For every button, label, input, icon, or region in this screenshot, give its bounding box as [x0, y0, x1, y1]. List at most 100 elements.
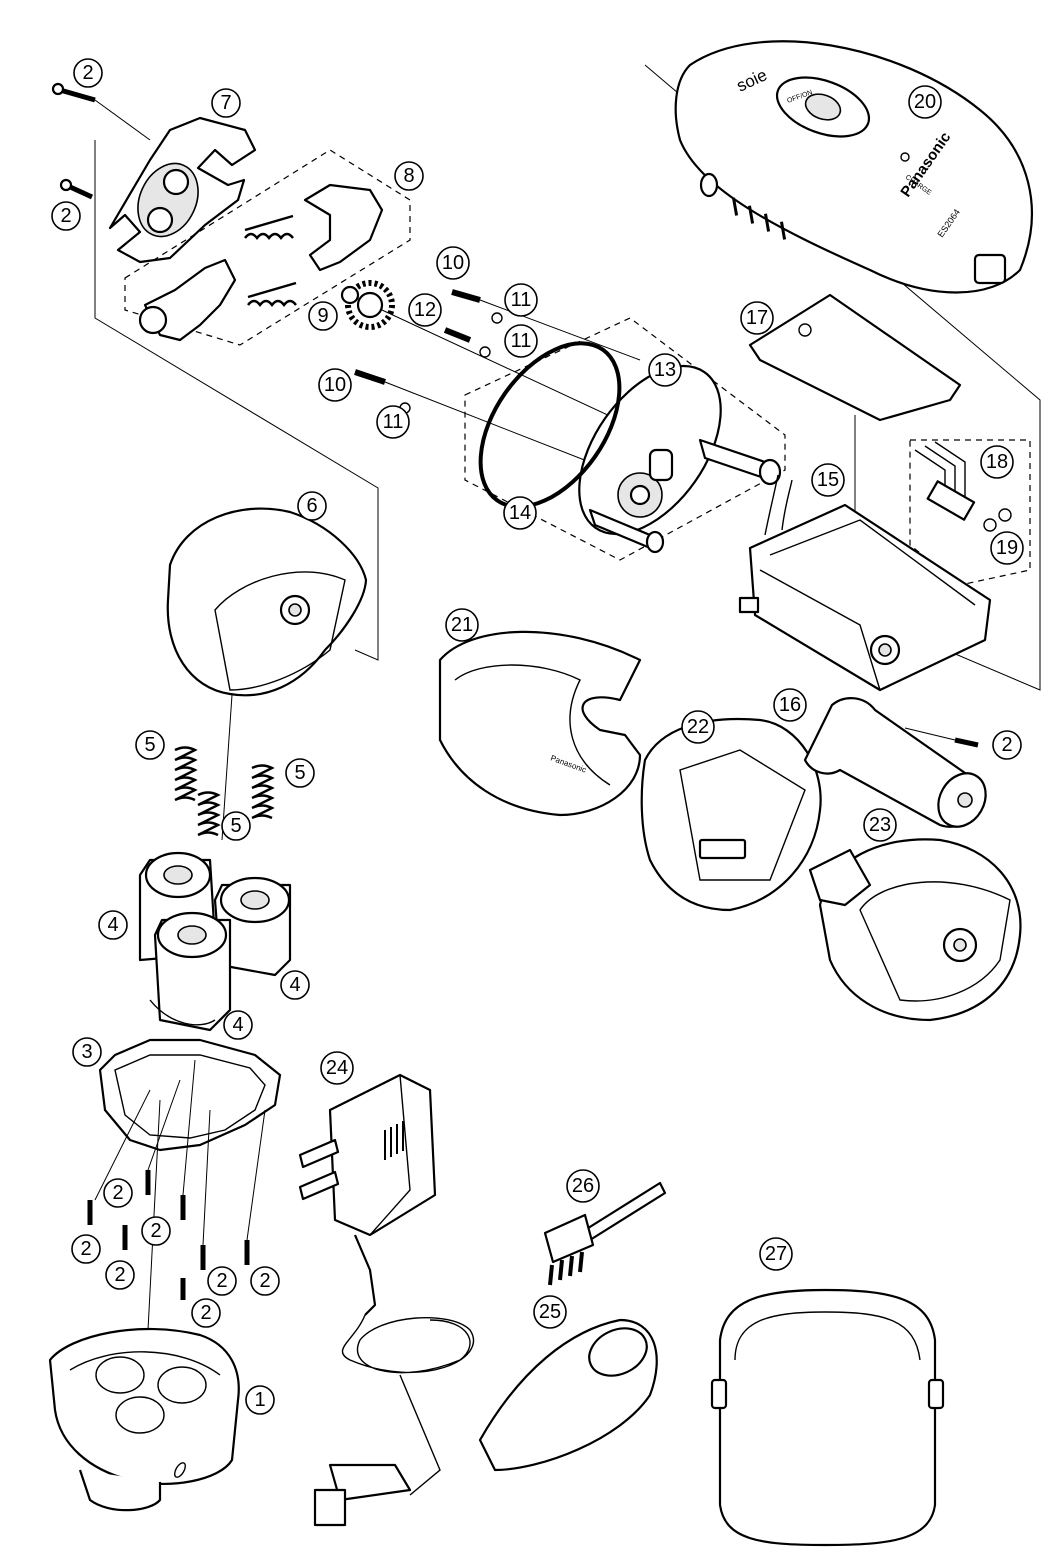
screw-10-lower [354, 369, 611, 471]
callout-c2-c: 2 [992, 730, 1022, 760]
callout-label: 2 [200, 1302, 211, 1324]
callout-label: 10 [324, 374, 346, 396]
callout-label: 2 [259, 1270, 270, 1292]
screw-12 [443, 327, 472, 343]
callout-c5-c: 5 [221, 811, 251, 841]
callout-c2-e: 2 [71, 1234, 101, 1264]
callout-label: 2 [60, 205, 71, 227]
callout-c23: 23 [863, 808, 897, 842]
callout-label: 23 [869, 814, 891, 836]
screw-10-upper [451, 289, 641, 361]
screw-2-battery [904, 727, 979, 748]
part-14-oring [478, 341, 622, 509]
callout-c2-i: 2 [250, 1266, 280, 1296]
callout-label: 2 [80, 1238, 91, 1260]
callout-c10-b: 10 [318, 368, 352, 402]
callout-c19: 19 [990, 531, 1024, 565]
callout-label: 4 [107, 914, 118, 936]
callout-c18: 18 [980, 445, 1014, 479]
callout-label: 2 [1001, 734, 1012, 756]
callout-c12: 12 [408, 293, 442, 327]
callout-c14: 14 [503, 496, 537, 530]
part-8-linkage-assembly [124, 149, 411, 346]
callout-label: 14 [509, 502, 531, 524]
part-26-cleaning-brush [543, 1181, 667, 1286]
part-16-battery [803, 697, 987, 828]
callout-c6: 6 [297, 491, 327, 521]
callout-c26: 26 [566, 1169, 600, 1203]
callout-label: 9 [317, 305, 328, 327]
callout-c13: 13 [648, 353, 682, 387]
screw-2-top [51, 82, 151, 141]
callout-label: 2 [114, 1264, 125, 1286]
callout-c3: 3 [72, 1037, 102, 1067]
callout-label: 11 [383, 411, 404, 433]
callout-c5-b: 5 [285, 758, 315, 788]
part-22-inner-cover [640, 718, 822, 912]
callout-label: 10 [442, 252, 464, 274]
callout-label: 5 [230, 815, 241, 837]
callout-c21: 21 [445, 608, 479, 642]
callout-c2-f: 2 [141, 1216, 171, 1246]
part-6-head-cap [166, 507, 368, 841]
callout-label: 5 [294, 762, 305, 784]
callout-c15: 15 [811, 463, 845, 497]
part-24-ac-adaptor [298, 1073, 475, 1527]
callout-c2-h: 2 [207, 1266, 237, 1296]
spring-5-left [174, 746, 198, 802]
callout-label: 13 [654, 359, 676, 381]
callout-label: 2 [82, 62, 93, 84]
callout-label: 20 [914, 91, 936, 113]
callout-c2-d: 2 [103, 1178, 133, 1208]
callout-c11-a: 11 [504, 283, 538, 317]
part-20-housing: soie OFF/ON CHARGE Panasonic ES2064 [674, 40, 1033, 294]
part-18-19-terminal-group [909, 439, 1031, 586]
callout-label: 12 [414, 299, 436, 321]
part-15-chassis [738, 474, 992, 692]
callout-c7: 7 [211, 88, 241, 118]
callout-label: 19 [996, 537, 1018, 559]
callout-label: 24 [326, 1057, 348, 1079]
callout-label: 2 [150, 1220, 161, 1242]
oring-11-upper [491, 312, 503, 324]
part-4-cutter-blocks [138, 851, 292, 1032]
callout-label: 11 [511, 289, 532, 311]
callout-leaders [94, 1059, 266, 1241]
callout-label: 21 [451, 614, 473, 636]
part-25-stand [478, 1318, 658, 1472]
callout-c17: 17 [740, 301, 774, 335]
part-21-front-cover: Panasonic [438, 630, 642, 817]
callout-label: 3 [81, 1041, 92, 1063]
part-23-motor-body [808, 838, 1022, 1022]
oring-11-middle [479, 346, 491, 358]
callout-c4-c: 4 [223, 1010, 253, 1040]
callout-c2-a: 2 [73, 58, 103, 88]
callout-c10-a: 10 [436, 246, 470, 280]
callout-label: 17 [746, 307, 768, 329]
callout-label: 15 [817, 469, 839, 491]
callout-c2-b: 2 [51, 201, 81, 231]
callout-label: 4 [289, 974, 300, 996]
callout-label: 11 [511, 330, 532, 352]
screw-2-left [59, 178, 94, 200]
part-3-frame-plate [98, 1038, 282, 1152]
bottom-screws-2 [87, 1099, 250, 1331]
callout-label: 16 [779, 694, 801, 716]
callout-c4-a: 4 [98, 910, 128, 940]
callout-label: 5 [144, 734, 155, 756]
callout-label: 1 [254, 1389, 265, 1411]
part-27-pouch [710, 1288, 945, 1547]
callout-label: 26 [572, 1175, 594, 1197]
spring-5-middle [197, 791, 221, 837]
part-7-head-frame-plate [108, 116, 257, 264]
callout-c24: 24 [320, 1051, 354, 1085]
callout-c25: 25 [533, 1295, 567, 1329]
part-1-head-base [48, 1327, 240, 1512]
callout-label: 2 [112, 1182, 123, 1204]
callout-label: 8 [403, 165, 414, 187]
callout-label: 25 [539, 1301, 561, 1323]
callout-label: 2 [216, 1270, 227, 1292]
callout-label: 7 [220, 92, 231, 114]
